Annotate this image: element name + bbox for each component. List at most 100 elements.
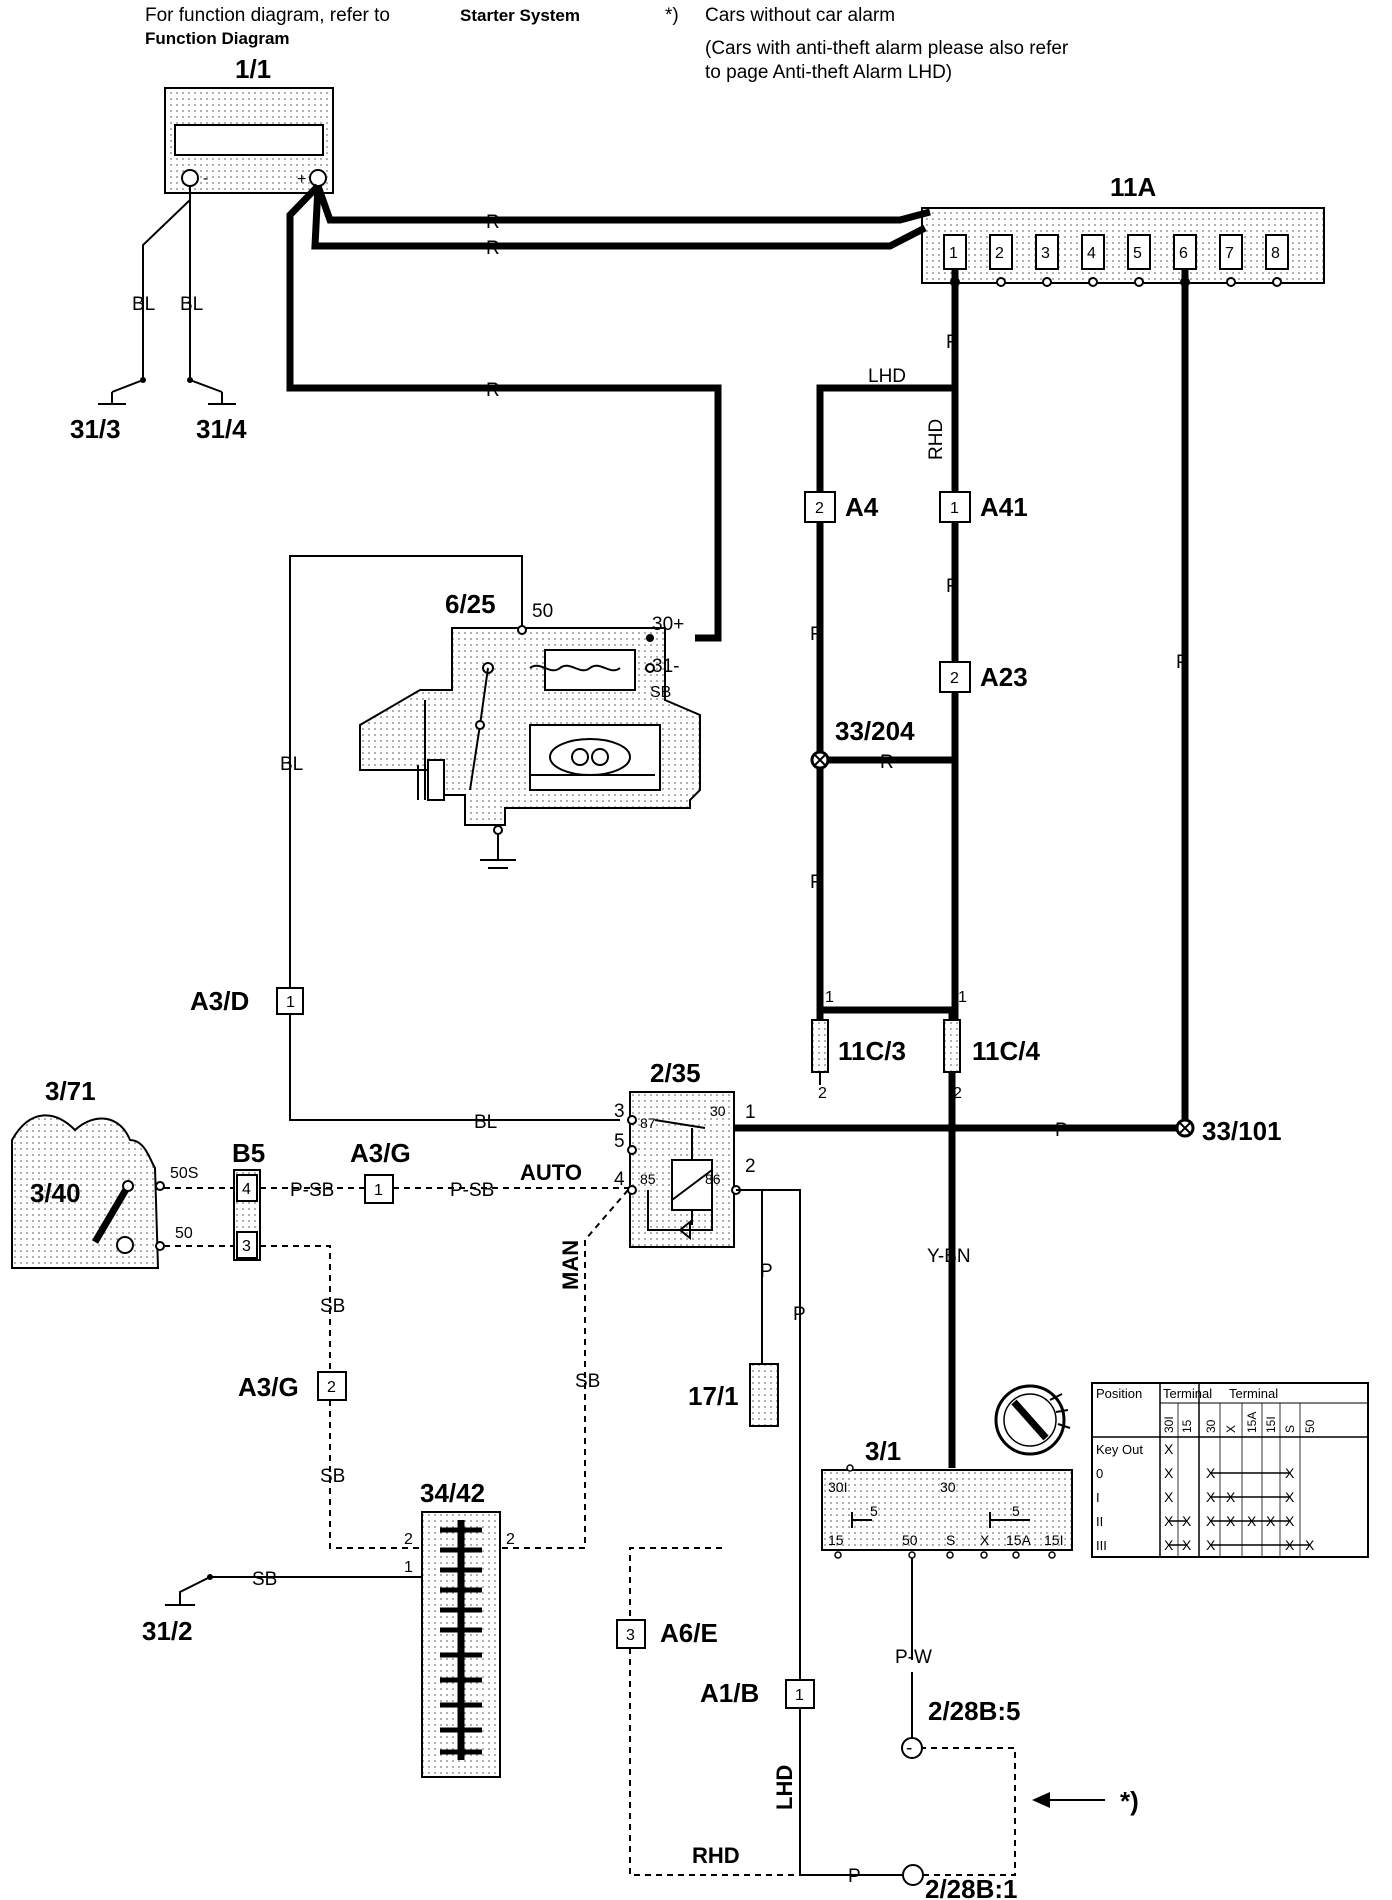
alarm-connector-5 xyxy=(901,1737,923,1759)
table-head-position: Position xyxy=(1096,1386,1142,1401)
pin-50: 50 xyxy=(175,1225,193,1242)
gear-switch-label: 3/40 xyxy=(30,1178,81,1208)
wire-label-r-4: R xyxy=(946,332,960,353)
svg-text:3: 3 xyxy=(242,1238,251,1255)
ign-pin-x: X xyxy=(980,1532,990,1548)
ign-pin-30: 30 xyxy=(940,1479,956,1495)
svg-text:1: 1 xyxy=(949,245,958,262)
table-row-position: II xyxy=(1096,1514,1103,1529)
fuse-7: 7 xyxy=(1219,234,1243,287)
svg-text:5: 5 xyxy=(1133,245,1142,262)
svg-text:4: 4 xyxy=(242,1181,251,1198)
svg-text:3: 3 xyxy=(1041,245,1050,262)
svg-text:8: 8 xyxy=(1271,245,1280,262)
connector-a1b-label: A1/B xyxy=(700,1678,759,1708)
relay-pin-1: 1 xyxy=(745,1102,756,1123)
wire-label-p-4: P xyxy=(793,1304,806,1325)
wire-label-bl-2: BL xyxy=(180,294,203,315)
ground-31-3: 31/3 xyxy=(70,414,121,444)
alarm-connector-5-label: 2/28B:5 xyxy=(928,1696,1021,1726)
starter-relay: 2/35 3 5 4 1 2 87 85 86 30 xyxy=(614,1058,756,1248)
table-subcol: 50 xyxy=(1303,1419,1317,1433)
alarm-connector-1-label: 2/28B:1 xyxy=(925,1874,1018,1900)
relay-86: 86 xyxy=(705,1171,721,1187)
splice-33-101-label: 33/101 xyxy=(1202,1116,1282,1146)
relay-85: 85 xyxy=(640,1171,656,1187)
label-lhd-1: LHD xyxy=(868,366,906,387)
asterisk-label: *) xyxy=(665,5,679,26)
table-mark: X xyxy=(1164,1489,1174,1505)
svg-text:-: - xyxy=(906,1738,912,1759)
pin-50s: 50S xyxy=(170,1165,198,1182)
wire-label-psb-2: P-SB xyxy=(450,1180,494,1201)
starter-pin-31minus: 31- xyxy=(652,656,679,677)
alarm-connector-1 xyxy=(902,1864,924,1886)
gear-box-label: 3/71 xyxy=(45,1076,96,1106)
connector-a41-label: A41 xyxy=(980,492,1028,522)
table-subcol: 30 xyxy=(1204,1419,1218,1433)
wire-label-sb-2: SB xyxy=(320,1296,345,1317)
fuse-box: 11A 1 2 3 4 5 6 7 8 xyxy=(921,172,1325,287)
table-subcol: S xyxy=(1283,1425,1297,1433)
fuse-8: 8 xyxy=(1265,234,1289,287)
ign-pin-15: 15 xyxy=(828,1532,844,1548)
label-lhd-2: LHD xyxy=(772,1765,797,1810)
label-rhd-1: RHD xyxy=(926,419,947,460)
connector-a4-label: A4 xyxy=(845,492,879,522)
relay-label: 2/35 xyxy=(650,1058,701,1088)
svg-text:2: 2 xyxy=(953,1085,962,1102)
wire-label-r-3: R xyxy=(486,380,500,401)
wire-label-r-6: R xyxy=(810,624,824,645)
wire-label-ybn: Y-BN xyxy=(927,1246,971,1267)
relay-pin-3: 3 xyxy=(614,1101,625,1122)
battery: 1/1 - + xyxy=(164,54,334,194)
minus-sign: - xyxy=(203,170,208,187)
table-row-position: III xyxy=(1096,1538,1107,1553)
connector-a6e-label: A6/E xyxy=(660,1618,718,1648)
table-head-terminal-1: Terminal xyxy=(1163,1386,1212,1401)
relay-87: 87 xyxy=(640,1115,656,1131)
ground-31-4: 31/4 xyxy=(196,414,247,444)
alarm-note-1: Cars without car alarm xyxy=(705,5,895,26)
ground-31-2: 31/2 xyxy=(142,1616,193,1646)
gear-box: 3/71 3/40 50S 50 xyxy=(11,1076,198,1269)
wire-label-p-2: P xyxy=(1055,1120,1068,1141)
table-subcol: 15 xyxy=(1180,1419,1194,1433)
fuse-2: 2 xyxy=(989,234,1013,287)
table-subcol: X xyxy=(1224,1425,1238,1433)
connector-b5-label: B5 xyxy=(232,1138,265,1168)
battery-label: 1/1 xyxy=(235,54,271,84)
wire-label-sb-3: SB xyxy=(320,1466,345,1487)
wire-label-r-1: R xyxy=(486,212,500,233)
label-auto: AUTO xyxy=(520,1160,582,1185)
header-note: For function diagram, refer to xyxy=(145,5,390,26)
ignition-switch: 3/1 30I 30 5 5 15 50 S X 15A 15I xyxy=(821,1436,1073,1559)
header-note-bold-1: Starter System xyxy=(460,6,580,25)
wire-label-bl-3: BL xyxy=(280,754,303,775)
table-row-position: 0 xyxy=(1096,1466,1103,1481)
asterisk-ref: *) xyxy=(1120,1786,1139,1816)
fuse-4: 4 xyxy=(1081,234,1105,287)
wire-label-pw: P-W xyxy=(895,1647,932,1668)
connector-a3d xyxy=(276,987,304,1015)
ign-pin-s: S xyxy=(946,1532,955,1548)
wire-label-r-5: R xyxy=(946,576,960,597)
starter-motor: 6/25 50 30+ 31- SB xyxy=(359,589,701,869)
connector-a3g-1-label: A3/G xyxy=(350,1138,411,1168)
connector-11c3-label: 11C/3 xyxy=(838,1036,906,1066)
wire-label-sb-4: SB xyxy=(252,1569,277,1590)
wire-label-bl-4: BL xyxy=(474,1112,497,1133)
table-subcol: 15A xyxy=(1245,1412,1259,1433)
ignition-key-icon xyxy=(994,1384,1071,1456)
sensor-17-1 xyxy=(749,1363,779,1427)
fuse-3: 3 xyxy=(1035,234,1059,287)
sensor-label: 17/1 xyxy=(688,1381,739,1411)
wire-label-p-1: P xyxy=(1176,652,1189,673)
selector-pin-2a: 2 xyxy=(404,1531,413,1548)
svg-text:2: 2 xyxy=(818,1085,827,1102)
gear-selector-label: 34/42 xyxy=(420,1478,485,1508)
connector-a23-label: A23 xyxy=(980,662,1028,692)
selector-pin-2b: 2 xyxy=(506,1531,515,1548)
starter-label: 6/25 xyxy=(445,589,496,619)
wire-label-r-2: R xyxy=(486,238,500,259)
